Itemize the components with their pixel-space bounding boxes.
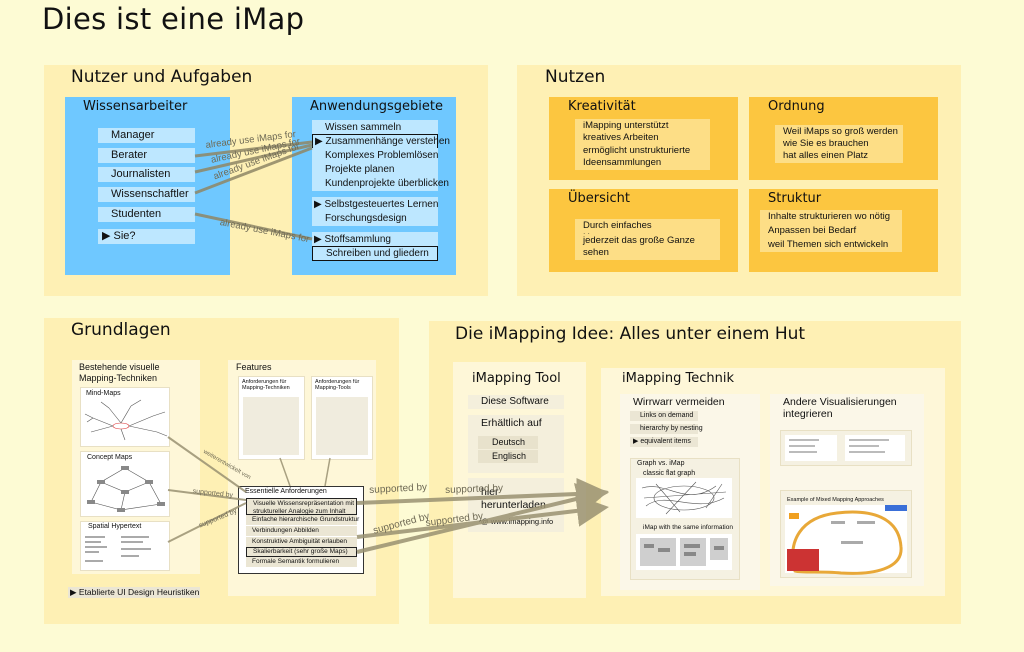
list-item[interactable]: hat alles einen Platz [775,149,903,163]
lang-englisch[interactable]: Englisch [478,450,538,463]
tool-erhaeltlich: Erhältlich auf [481,417,542,429]
box-title-uebersicht: Übersicht [568,191,630,206]
essentielle-label: Essentielle Anforderungen [245,488,327,495]
list-item[interactable]: Kundenprojekte überblicken [312,176,449,191]
list-item[interactable]: ▶ Stoffsammlung [312,232,438,247]
list-item[interactable]: Weil iMaps so groß werden wie Sie es bra… [775,125,903,151]
anforderungen-tools-label: Anforderungen für Mapping-Tools [315,379,360,391]
hypertext-thumbnail[interactable]: Spatial Hypertext [80,521,170,571]
list-item[interactable]: Anpassen bei Bedarf [760,224,902,238]
mindmap-label: Mind-Maps [86,390,121,397]
list-item[interactable]: Studenten [98,207,195,222]
visualisierungen-sketch [785,435,905,461]
list-item[interactable]: Projekte planen [312,162,438,177]
list-item[interactable]: Forschungsdesign [312,211,438,226]
tool-software: Diese Software [468,395,564,409]
list-item[interactable]: Inhalte strukturieren wo nötig [760,210,902,224]
graph-title: Graph vs. iMap [637,460,685,467]
list-item[interactable]: Berater [98,148,195,163]
panel-title-nutzen: Nutzen [545,67,606,87]
list-item[interactable]: Komplexes Problemlösen [312,148,438,163]
panel-title-nutzer: Nutzer und Aufgaben [71,67,253,87]
mixed-mapping-sketch [785,505,907,575]
list-item[interactable]: hierarchy by nesting [630,424,703,434]
box-anforderungen-tools[interactable]: Anforderungen für Mapping-Tools [311,376,373,460]
conceptmap-label: Concept Maps [87,454,133,461]
box-title-anwendungsgebiete: Anwendungsgebiete [310,99,443,114]
graph-sub: classic flat graph [643,470,696,477]
list-item[interactable]: Schreiben und gliedern [312,246,438,261]
list-item-heuristiken[interactable]: ▶ Etablierte UI Design Heuristiken [68,587,200,598]
anforderungen-techniken-list [243,397,299,455]
panel-title-grundlagen: Grundlagen [71,320,171,340]
list-item[interactable]: jederzeit das große Ganze sehen [575,234,720,260]
imap-sketch [636,534,732,570]
panel-title-idee: Die iMapping Idee: Alles unter einem Hut [455,324,806,344]
anforderungen-techniken-label: Anforderungen für Mapping-Techniken [242,379,290,391]
list-item[interactable]: ▶ equivalent items [630,437,698,447]
list-item[interactable]: Visuelle Wissensrepräsentation mit struk… [246,498,357,515]
link-label: supported by [369,481,428,496]
list-item[interactable]: Wissen sammeln [312,120,438,135]
box-title-ordnung: Ordnung [768,99,825,114]
lang-deutsch[interactable]: Deutsch [478,436,538,449]
link-label: supported by [445,482,504,496]
list-item[interactable]: weil Themen sich entwickeln [760,238,902,252]
list-item[interactable]: Formale Semantik formulieren [246,557,357,567]
conceptmap-sketch [87,466,165,512]
list-item[interactable]: Manager [98,128,195,143]
list-item[interactable]: ▶ Selbstgesteuertes Lernen [312,197,439,212]
box-anforderungen-techniken[interactable]: Anforderungen für Mapping-Techniken [238,376,305,460]
list-item[interactable]: Wissenschaftler [98,187,195,202]
list-item[interactable]: iMapping unterstützt kreatives Arbeiten [575,119,710,145]
list-item[interactable]: ▶ Zusammenhänge verstehen [312,134,450,149]
visualisierungen-thumbnail[interactable] [780,430,912,466]
hypertext-label: Spatial Hypertext [88,523,142,530]
list-item[interactable]: Journalisten [98,167,195,182]
conceptmap-thumbnail[interactable]: Concept Maps [80,451,170,517]
anforderungen-tools-list [316,397,368,455]
box-wissensarbeiter[interactable] [65,97,230,275]
list-item[interactable]: Einfache hierarchische Grundstruktur [246,515,359,525]
list-item[interactable]: ermöglicht unstrukturierte Ideensammlung… [575,144,710,170]
download-link-line2[interactable]: herunterladen [481,499,546,511]
box-title-kreativitaet: Kreativität [568,99,636,114]
box-title-struktur: Struktur [768,191,822,206]
imap-sub: iMap with the same information [643,524,733,531]
box-title-wissensarbeiter: Wissensarbeiter [83,99,188,114]
list-item[interactable]: Verbindungen Abbilden [246,526,357,536]
list-item[interactable]: ▶ Sie? [98,229,195,244]
wirrwarr-title: Wirrwarr vermeiden [633,396,725,408]
box-title-technik: iMapping Technik [622,371,735,386]
mindmap-sketch [84,399,168,441]
box-title-features: Features [236,362,272,372]
mindmap-thumbnail[interactable]: Mind-Maps [80,387,170,447]
list-item[interactable]: Konstruktive Ambiguität erlauben [246,537,357,547]
mixed-mapping-example[interactable]: Example of Mixed Mapping Approaches [780,490,912,578]
box-title-tool: iMapping Tool [472,371,561,386]
list-item[interactable]: Skalierbarkeit (sehr große Maps) [246,547,357,557]
mixed-mapping-label: Example of Mixed Mapping Approaches [787,497,884,503]
flat-graph-sketch [636,478,732,518]
andere-title: Andere Visualisierungen integrieren [783,396,897,420]
list-item[interactable]: Links on demand [630,411,698,421]
hypertext-sketch [85,536,151,562]
box-title-mapping-techniken: Bestehende visuelle Mapping-Techniken [79,362,160,383]
download-url[interactable]: @ www.imapping.info [481,517,554,526]
page-title: Dies ist eine iMap [42,2,305,36]
